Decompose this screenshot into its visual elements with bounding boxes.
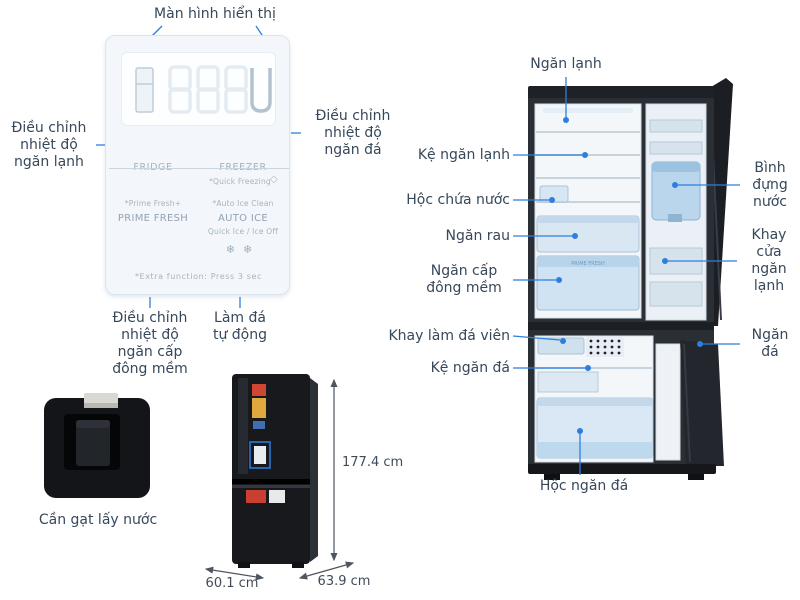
- auto-ice-button[interactable]: AUTO ICE: [218, 213, 268, 224]
- width-arrow: [204, 566, 265, 581]
- freezer-basket: [536, 397, 654, 459]
- snowflake-icon: ❄: [243, 243, 261, 256]
- label-water-box: Hộc chứa nước: [406, 192, 510, 208]
- quick-freezing-diamond-icon: ◇: [270, 174, 278, 185]
- fridge-base: [528, 464, 716, 474]
- ice-maker-grid: [586, 337, 624, 357]
- promo-sticker: [252, 384, 266, 396]
- dimension-height: 177.4 cm: [342, 455, 404, 470]
- label-soft-freeze-adjust: Điều chỉnh nhiệt độ ngăn cấp đông mềm: [112, 310, 188, 377]
- label-ice-cube-tray: Khay làm đá viên: [388, 328, 510, 344]
- feature-sticker: [253, 421, 265, 429]
- quick-freezing-label: *Quick Freezing: [209, 177, 271, 186]
- prime-fresh-drawer-text: PRIME FRESH: [571, 261, 605, 267]
- prime-fresh-plus-label: *Prime Fresh+: [124, 199, 182, 208]
- freezer-upper-bin: [537, 371, 599, 393]
- prime-fresh-button[interactable]: PRIME FRESH: [117, 213, 189, 224]
- dimension-arrows: [204, 378, 355, 581]
- door-icon: [135, 67, 154, 113]
- label-freezer-compartment: Ngăn đá: [751, 327, 789, 360]
- label-fridge-temp-adjust: Điều chỉnh nhiệt độ ngăn lạnh: [11, 120, 87, 170]
- vegetable-drawer: [536, 215, 640, 253]
- label-freezer-shelf: Kệ ngăn đá: [430, 360, 510, 376]
- control-panel: FRIDGE FREEZER *Quick Freezing ◇ *Prime …: [105, 35, 290, 295]
- label-water-tank: Bình đựng nước: [752, 160, 788, 210]
- label-freezer-bin: Hộc ngăn đá: [539, 478, 629, 494]
- label-cool-shelf: Kệ ngăn lạnh: [417, 147, 510, 163]
- depth-arrow: [298, 561, 355, 580]
- quick-ice-off-label: Quick Ice / Ice Off: [207, 227, 279, 236]
- promo-sticker: [269, 490, 285, 503]
- dispenser-illustration: [44, 393, 150, 498]
- label-cool-compartment: Ngăn lạnh: [530, 56, 602, 72]
- display-screen: [121, 52, 276, 126]
- compartment-divider: [528, 322, 714, 330]
- dimension-width: 60.1 cm: [205, 576, 259, 591]
- dispenser-lever: [76, 420, 110, 466]
- soft-freeze-drawer: PRIME FRESH: [536, 255, 640, 311]
- dimension-depth: 63.9 cm: [317, 574, 371, 589]
- freezer-door-open: [655, 340, 724, 466]
- display-highlight-box: [249, 441, 271, 469]
- label-water-lever: Cần gạt lấy nước: [38, 512, 158, 528]
- door-interior-panel: [645, 103, 707, 321]
- freezer-button[interactable]: FREEZER: [197, 162, 289, 173]
- display-digits: [135, 65, 272, 114]
- door-water-tank: [651, 161, 701, 222]
- promo-sticker: [246, 490, 266, 503]
- callout-dots: [549, 117, 703, 434]
- label-display-screen: Màn hình hiển thị: [154, 6, 276, 22]
- snowflake-icons: ❄❄: [200, 243, 286, 256]
- fridge-top-cap: [528, 86, 714, 100]
- fridge-open-illustration: PRIME FRESH: [528, 78, 733, 480]
- ice-cube-tray: [537, 337, 585, 355]
- auto-ice-clean-label: *Auto Ice Clean: [212, 199, 274, 208]
- fridge-button[interactable]: FRIDGE: [109, 162, 197, 173]
- energy-label: [252, 398, 266, 418]
- fridge-front-illustration: [232, 374, 318, 568]
- extra-function-note: *Extra function: Press 3 sec: [134, 272, 263, 281]
- ghost-digits: [168, 65, 248, 114]
- label-auto-ice-making: Làm đá tự động: [212, 310, 268, 343]
- snowflake-icon: ❄: [225, 243, 243, 256]
- digit-u: [250, 68, 272, 113]
- label-cool-door-tray: Khay cửa ngăn lạnh: [751, 227, 787, 294]
- label-soft-freeze-drawer: Ngăn cấp đông mềm: [426, 263, 502, 296]
- mini-display: [254, 446, 266, 464]
- label-freezer-temp-adjust: Điều chỉnh nhiệt độ ngăn đá: [315, 108, 391, 158]
- door-bin: [649, 281, 703, 307]
- label-vegetable-drawer: Ngăn rau: [445, 228, 510, 244]
